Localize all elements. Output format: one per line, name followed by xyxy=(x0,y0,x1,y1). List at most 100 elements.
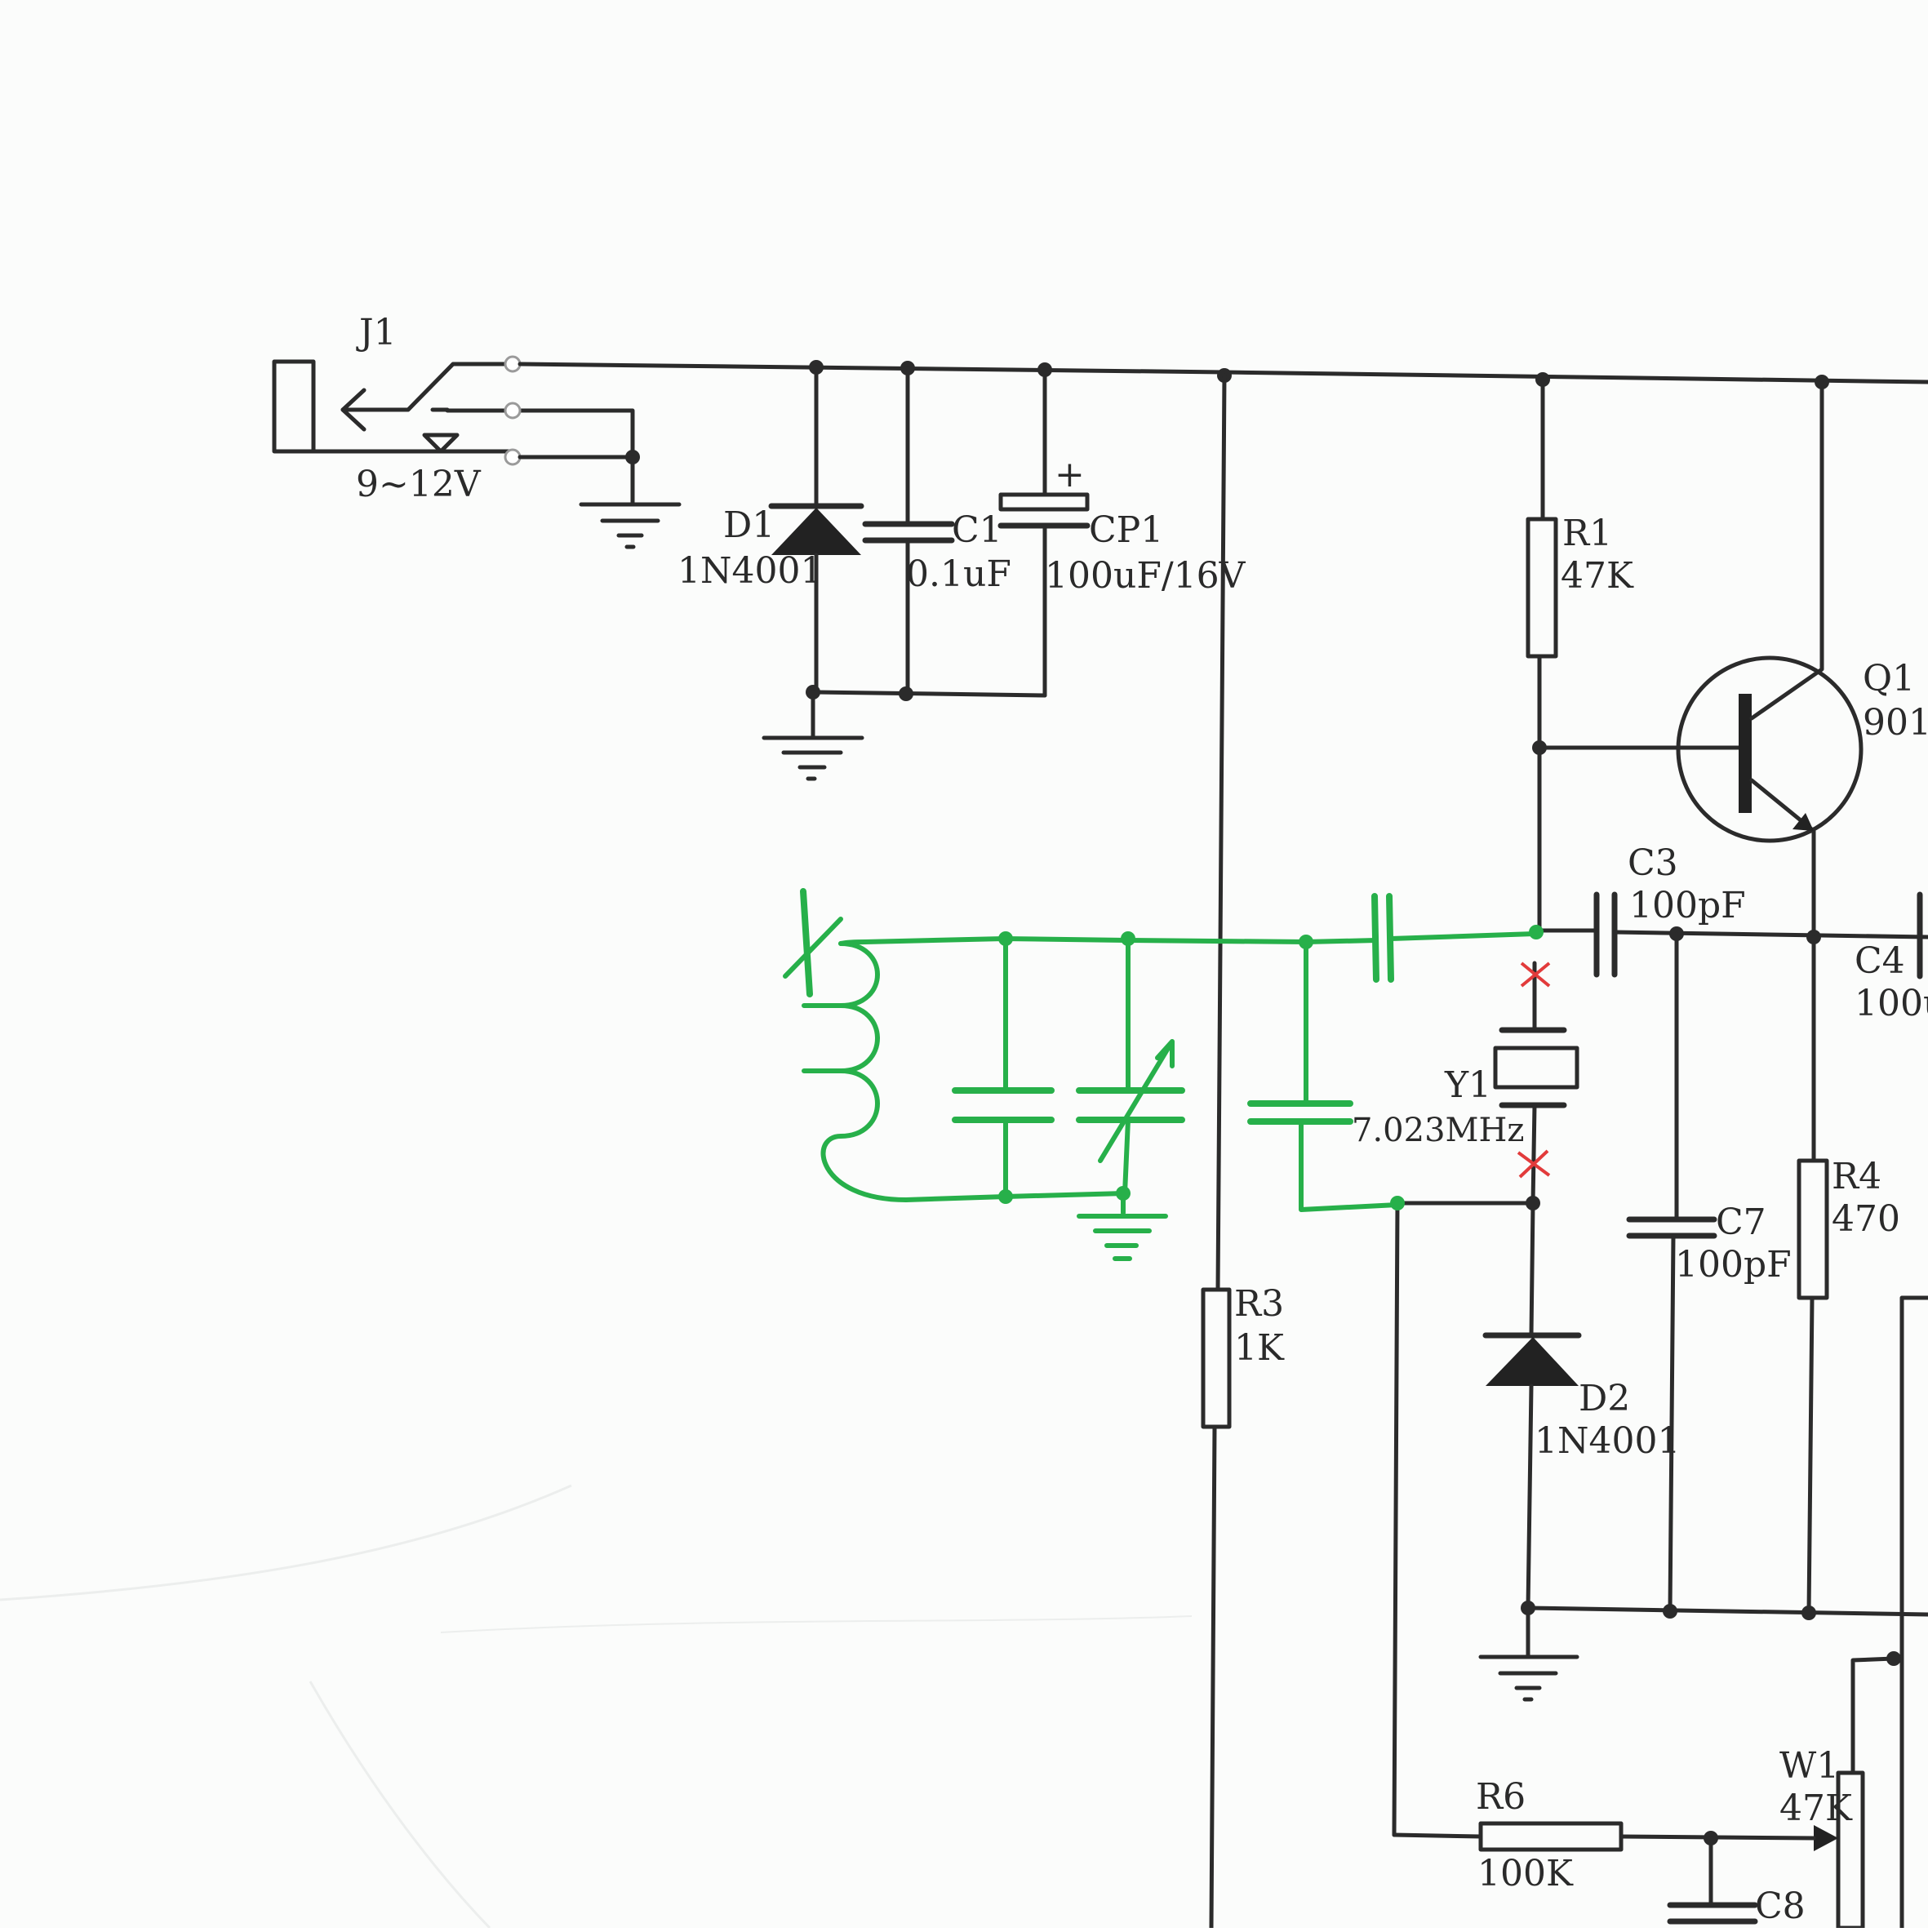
c7-plates xyxy=(1626,1216,1717,1239)
j1-contact-3 xyxy=(504,448,522,466)
green-to-q1-wire xyxy=(1388,931,1537,941)
green-series-cap-bottom xyxy=(1299,1119,1400,1212)
junction-dot xyxy=(1526,1196,1540,1210)
j1-tip-switch xyxy=(340,362,515,412)
q1-base-bar xyxy=(1739,694,1752,813)
c7-ref-label: C7 xyxy=(1716,1201,1766,1243)
d2-ref-label: D2 xyxy=(1579,1378,1630,1419)
r6-left-wire xyxy=(1392,1832,1483,1839)
q1-transistor-body xyxy=(1676,655,1864,843)
r6-resistor-body xyxy=(1478,1821,1624,1852)
d1-value-label: 1N4001 xyxy=(677,550,823,592)
j1-ref-label: J1 xyxy=(356,312,397,353)
c3-plates xyxy=(1593,891,1618,978)
oscillator-bias-section: R1 47K Q1 9018 C3 100pF C4 100u Y1 7.023… xyxy=(1352,377,1928,1930)
y1-bottom-wire xyxy=(1530,1103,1537,1206)
red-cut-marks xyxy=(1517,962,1551,1179)
green-junction xyxy=(1529,925,1544,939)
r3-bottom-wire xyxy=(1209,1424,1217,1930)
c4-ref-label: C4 xyxy=(1855,940,1905,982)
junction-dot xyxy=(1886,1651,1901,1666)
r1-ref-label: R1 xyxy=(1562,513,1612,554)
junction-dot xyxy=(1663,1604,1677,1619)
green-junction xyxy=(1390,1196,1405,1210)
green-fixed-capacitor xyxy=(952,1087,1055,1123)
q1-value-label: 9018 xyxy=(1863,702,1928,744)
j1-contact-1 xyxy=(504,355,522,373)
c4-value-label: 100u xyxy=(1855,983,1928,1024)
r1-resistor-body xyxy=(1526,517,1558,659)
c8-ref-label: C8 xyxy=(1755,1885,1806,1927)
green-inductor-coil xyxy=(802,941,908,1202)
r3-resistor-body xyxy=(1201,1287,1232,1429)
c3-ref-label: C3 xyxy=(1628,842,1678,884)
ground-bus xyxy=(1526,1606,1928,1617)
green-tuning-slug xyxy=(800,888,813,997)
green-junction xyxy=(998,1189,1013,1204)
q1-collector-lead xyxy=(1749,380,1824,721)
r3-top-wire xyxy=(1215,373,1227,1292)
r6-ref-label: R6 xyxy=(1476,1776,1526,1818)
d2-value-label: 1N4001 xyxy=(1535,1420,1680,1462)
d2-diode-body xyxy=(1486,1337,1579,1386)
c7-value-label: 100pF xyxy=(1675,1244,1792,1286)
green-tuning-arrow xyxy=(783,917,843,979)
cp1-value-label: 100uF/16V xyxy=(1045,555,1246,597)
r1-value-label: 47K xyxy=(1561,555,1634,597)
r3-value-label: 1K xyxy=(1234,1327,1285,1369)
y1-value-label: 7.023MHz xyxy=(1352,1112,1524,1149)
green-var-cap-bottom xyxy=(1122,1117,1131,1196)
supply-filter-section: D1 1N4001 C1 0.1uF + CP1 100uF/16V xyxy=(677,365,1246,781)
j1-contact-2 xyxy=(504,402,522,420)
ground-symbol xyxy=(762,735,864,781)
paper-texture xyxy=(0,1484,1193,1930)
ground-symbol xyxy=(579,502,682,549)
c1-plates xyxy=(862,521,955,544)
right-edge-wire xyxy=(1899,1295,1928,1930)
j1-polarity-mark xyxy=(422,433,460,454)
w1-ref-label: W1 xyxy=(1779,1745,1839,1787)
green-series-capacitor xyxy=(1247,1100,1353,1125)
y1-crystal-body xyxy=(1493,1046,1579,1090)
cp1-ref-label: CP1 xyxy=(1089,509,1163,551)
green-variable-arrow xyxy=(1098,1039,1175,1163)
r3-ref-label: R3 xyxy=(1234,1283,1284,1325)
junction-dot xyxy=(899,686,913,701)
cp1-polarity-label: + xyxy=(1055,454,1085,495)
c3-value-label: 100pF xyxy=(1629,885,1746,926)
j1-switch-wire xyxy=(430,407,635,460)
d1-ref-label: D1 xyxy=(723,504,775,546)
green-variable-capacitor xyxy=(1076,1087,1185,1123)
r4-ref-label: R4 xyxy=(1832,1156,1881,1197)
feedback-wire xyxy=(1392,1201,1400,1837)
c1-value-label: 0.1uF xyxy=(906,553,1011,595)
red-cut-mark-top xyxy=(1520,962,1551,988)
d2-bottom-wire xyxy=(1526,1383,1534,1610)
power-input-section: J1 9~12V xyxy=(272,312,1928,549)
c1-ref-label: C1 xyxy=(952,509,1002,551)
q1-emitter-lead xyxy=(1749,778,1816,939)
ground-symbol xyxy=(1478,1654,1579,1702)
y1-ref-label: Y1 xyxy=(1444,1064,1491,1106)
r3-branch: R3 1K xyxy=(1201,373,1285,1930)
d2-top-wire xyxy=(1529,1201,1535,1338)
w1-top-wire xyxy=(1850,1656,1896,1774)
filter-ground-wire xyxy=(814,690,1047,698)
d1-diode-body xyxy=(771,508,861,555)
w1-value-label: 47K xyxy=(1779,1788,1853,1829)
green-coil-top xyxy=(838,939,868,946)
q1-ref-label: Q1 xyxy=(1863,658,1915,700)
q1-emitter-arrow xyxy=(1793,813,1814,831)
c3-right-wire xyxy=(1612,930,1928,939)
cp1-positive-plate xyxy=(998,492,1090,512)
j1-value-label: 9~12V xyxy=(356,464,482,505)
green-coupling-capacitor xyxy=(1371,893,1394,983)
green-annotation-vfo xyxy=(783,888,1544,1261)
c8-plates xyxy=(1667,1902,1758,1925)
c7-bottom-wire xyxy=(1668,1233,1676,1614)
red-cut-mark-bottom xyxy=(1517,1149,1551,1179)
r4-bottom-wire xyxy=(1806,1295,1815,1615)
r4-value-label: 470 xyxy=(1832,1198,1900,1240)
